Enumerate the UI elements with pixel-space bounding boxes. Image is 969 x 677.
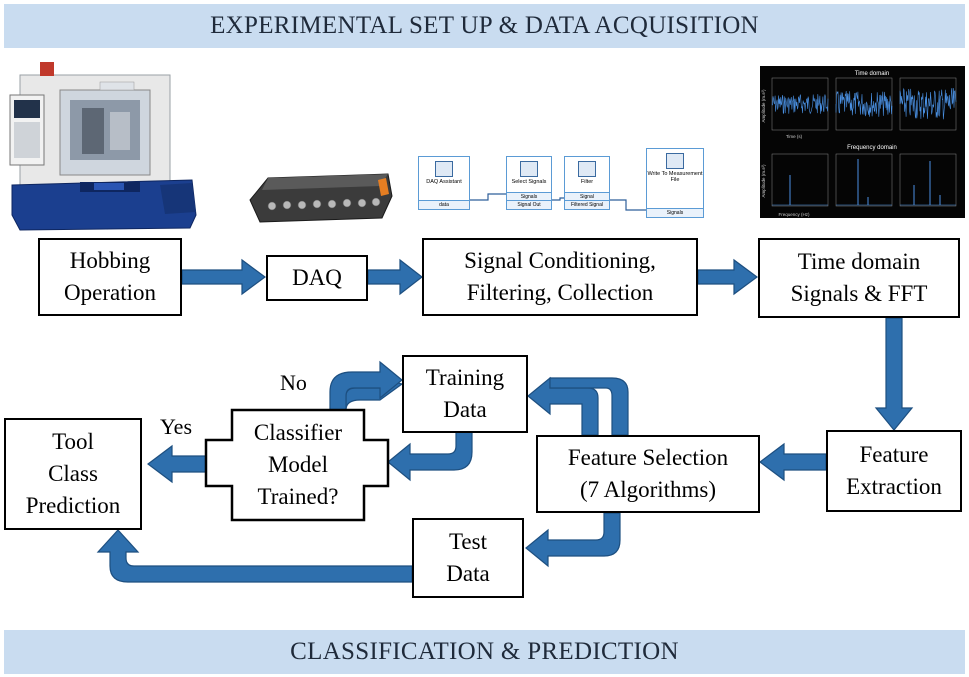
extraction-line2: Extraction [846, 474, 942, 499]
freq-ylabel: Amplitude (m.s²) [761, 164, 766, 198]
tool-line1: Tool [52, 429, 94, 454]
freq-xlabel: Frequency (Hz) [778, 212, 810, 217]
labview-block-title: DAQ Assistant [426, 179, 462, 185]
arrow-training-to-classifier [387, 431, 473, 482]
labview-block-title: Select Signals [511, 179, 547, 185]
time-domain-title: Time domain [855, 71, 889, 77]
bottom-banner: CLASSIFICATION & PREDICTION [4, 630, 965, 674]
arrow-extraction-to-selection [759, 442, 827, 482]
labview-block-filter: Filter Signal Filtered Signal [564, 156, 610, 210]
labview-block-title: Filter [580, 179, 594, 185]
classifier-line3: Trained? [257, 484, 339, 509]
tool-line2: Class [48, 461, 98, 486]
arrow-daq-to-signal [367, 258, 423, 296]
arrow-selection-to-test [525, 512, 621, 568]
labview-port: Signals [507, 192, 551, 201]
signal-conditioning-box: Signal Conditioning, Filtering, Collectio… [422, 238, 698, 316]
freq-plot-frame [771, 153, 829, 207]
arrow-test-to-tool [96, 529, 413, 583]
labview-port: Signals [647, 208, 703, 217]
labview-wires [470, 193, 646, 211]
top-banner: EXPERIMENTAL SET UP & DATA ACQUISITION [4, 4, 965, 48]
write-file-icon [666, 153, 684, 169]
arrow-hobbing-to-daq [181, 258, 267, 296]
labview-block-daq-assistant: DAQ Assistant data [418, 156, 470, 210]
time-line2: Signals & FFT [790, 281, 928, 306]
labview-port: Signal [565, 192, 609, 201]
feature-selection-box: Feature Selection (7 Algorithms) [536, 435, 760, 513]
freq-domain-title: Frequency domain [847, 145, 897, 151]
labview-port: data [419, 200, 469, 209]
arrow-time-to-extraction [874, 317, 914, 431]
labview-blocks: DAQ Assistant data Select Signals Signal… [418, 148, 708, 218]
arrow-selection-to-training-curve [549, 377, 629, 436]
classifier-line2: Model [267, 452, 329, 477]
frequency-domain-plots [771, 153, 957, 207]
time-domain-plots [771, 77, 957, 131]
time-line1: Time domain [797, 249, 921, 274]
time-xlabel: Time (s) [786, 134, 803, 139]
daq-assistant-icon [435, 161, 453, 177]
time-signal-trace [771, 94, 829, 115]
arrow-signal-to-time [697, 258, 759, 296]
bottom-banner-text: CLASSIFICATION & PREDICTION [290, 638, 679, 665]
freq-plot-frame [835, 153, 893, 207]
signal-line1: Signal Conditioning, [464, 248, 656, 273]
signal-line2: Filtering, Collection [466, 280, 654, 305]
top-banner-text: EXPERIMENTAL SET UP & DATA ACQUISITION [210, 12, 759, 39]
daq-device-image [249, 173, 393, 223]
arrow-selection-to-training [527, 376, 599, 436]
test-line2: Data [446, 561, 490, 586]
selection-line1: Feature Selection [567, 445, 729, 470]
signal-panel-svg: Time domain Frequency domain Amplitude (… [761, 71, 957, 217]
daq-label: DAQ [292, 265, 342, 290]
time-signal-trace [835, 90, 893, 117]
freq-plot-frame [899, 153, 957, 207]
labview-block-write-file: Write To Measurement File Signals [646, 148, 704, 218]
time-signal-trace [899, 87, 957, 120]
signal-panel-image: Time domain Frequency domain Amplitude (… [760, 66, 965, 218]
filter-icon [578, 161, 596, 177]
test-line1: Test [448, 529, 487, 554]
hobbing-line2: Operation [64, 280, 156, 305]
classifier-line1: Classifier [253, 420, 343, 445]
arrow-classifier-no-loop [329, 360, 403, 411]
arrow-classifier-yes-to-tool [147, 444, 207, 484]
labview-port: Filtered Signal [565, 200, 609, 209]
labview-block-select-signals: Select Signals Signals Signal Out [506, 156, 552, 210]
labview-block-title: Write To Measurement File [647, 171, 703, 183]
training-line1: Training [425, 365, 505, 390]
hobbing-line1: Hobbing [69, 248, 151, 273]
yes-label: Yes [160, 414, 193, 439]
select-signals-icon [520, 161, 538, 177]
tool-line3: Prediction [25, 493, 121, 518]
daq-box: DAQ [266, 255, 368, 301]
no-label: No [280, 370, 307, 395]
selection-line2: (7 Algorithms) [579, 477, 717, 502]
hobbing-machine-image [9, 62, 197, 231]
time-ylabel: Amplitude (m.s²) [761, 89, 766, 123]
classifier-shape [204, 408, 390, 522]
training-line2: Data [443, 397, 487, 422]
extraction-line1: Feature [859, 442, 929, 467]
labview-port: Signal Out [507, 200, 551, 209]
